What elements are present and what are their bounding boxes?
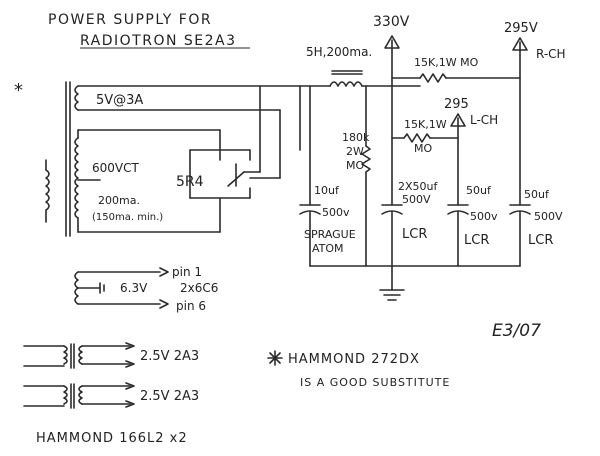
cap2-voltage: 500V: [402, 193, 431, 206]
cap3-value: 50uf: [466, 184, 492, 197]
cap4-voltage: 500V: [534, 210, 563, 223]
note-asterisk-icon: [267, 350, 283, 366]
title-line-2: RADIOTRON SE2A3: [80, 33, 237, 49]
hv-winding: [74, 129, 221, 233]
r-right-resistor: [391, 73, 521, 83]
cap4-maker: LCR: [528, 233, 553, 248]
bleeder-resistor: [361, 85, 371, 267]
b-plus-terminal: [384, 35, 400, 206]
title-line-1: POWER SUPPLY FOR: [48, 12, 212, 28]
fil-transformer-2: [23, 382, 135, 409]
r-ch-voltage: 295V: [504, 21, 538, 36]
cap1-type: ATOM: [312, 242, 344, 255]
winding-5v-label: 5V@3A: [96, 93, 143, 108]
l-ch-terminal: [450, 113, 466, 206]
l-ch-label: L-CH: [470, 113, 498, 127]
cap4-value: 50uf: [524, 188, 550, 201]
bleeder-line1: 180k: [342, 131, 370, 144]
r-right-label: 15K,1W MO: [414, 56, 479, 69]
heater-pin1: pin 1: [172, 265, 202, 279]
r-left-resistor: [391, 133, 459, 143]
transformer-core: [65, 81, 71, 237]
heater-pin6: pin 6: [176, 299, 206, 313]
current-min-label: (150ma. min.): [92, 212, 163, 223]
heater-voltage: 6.3V: [120, 281, 148, 295]
cap1-maker: SPRAGUE: [304, 228, 356, 241]
fil-transformer-1: [23, 342, 135, 369]
cap3-maker: LCR: [464, 233, 489, 248]
cap3-symbol: [447, 204, 469, 267]
cap2-maker: LCR: [402, 227, 427, 242]
cap1-voltage: 500v: [322, 206, 350, 219]
cap3-voltage: 500v: [470, 210, 498, 223]
cap1-value: 10uf: [314, 184, 340, 197]
r-ch-label: R-CH: [536, 47, 566, 61]
primary-winding: [45, 159, 50, 223]
rectifier-heater-winding: [74, 85, 301, 179]
heater-winding: [74, 267, 169, 309]
ct-label: 600VCT: [92, 161, 139, 175]
current-label: 200ma.: [98, 194, 140, 207]
note-line-2: IS A GOOD SUBSTITUTE: [300, 376, 450, 389]
ground-symbol: [379, 289, 405, 301]
cap2-value: 2X50uf: [398, 180, 439, 193]
rectifier-label: 5R4: [176, 174, 204, 190]
bleeder-line2: 2W: [346, 145, 364, 158]
choke-label: 5H,200ma.: [306, 45, 372, 59]
r-left-label-2: MO: [414, 142, 432, 155]
rectifier-5r4: [189, 85, 261, 199]
fil-transformer-1-label: 2.5V 2A3: [140, 349, 199, 364]
l-ch-voltage: 295: [444, 97, 469, 112]
cap1-symbol: [299, 204, 321, 267]
note-line-1: HAMMOND 272DX: [288, 352, 420, 367]
cap4-symbol: [509, 204, 531, 267]
b-plus-voltage: 330V: [373, 14, 410, 30]
heater-tubes: 2x6C6: [180, 281, 218, 295]
cap2-symbol: [381, 204, 403, 291]
bleeder-line3: MO: [346, 159, 364, 172]
filter-choke: [299, 70, 421, 87]
r-ch-terminal: [512, 37, 528, 206]
fil-transformer-2-label: 2.5V 2A3: [140, 389, 199, 404]
signature: E3/07: [492, 321, 541, 341]
r-left-label-1: 15K,1W: [404, 118, 447, 131]
fil-transformer-part: HAMMOND 166L2 x2: [36, 431, 188, 446]
asterisk-mark: *: [14, 80, 23, 101]
